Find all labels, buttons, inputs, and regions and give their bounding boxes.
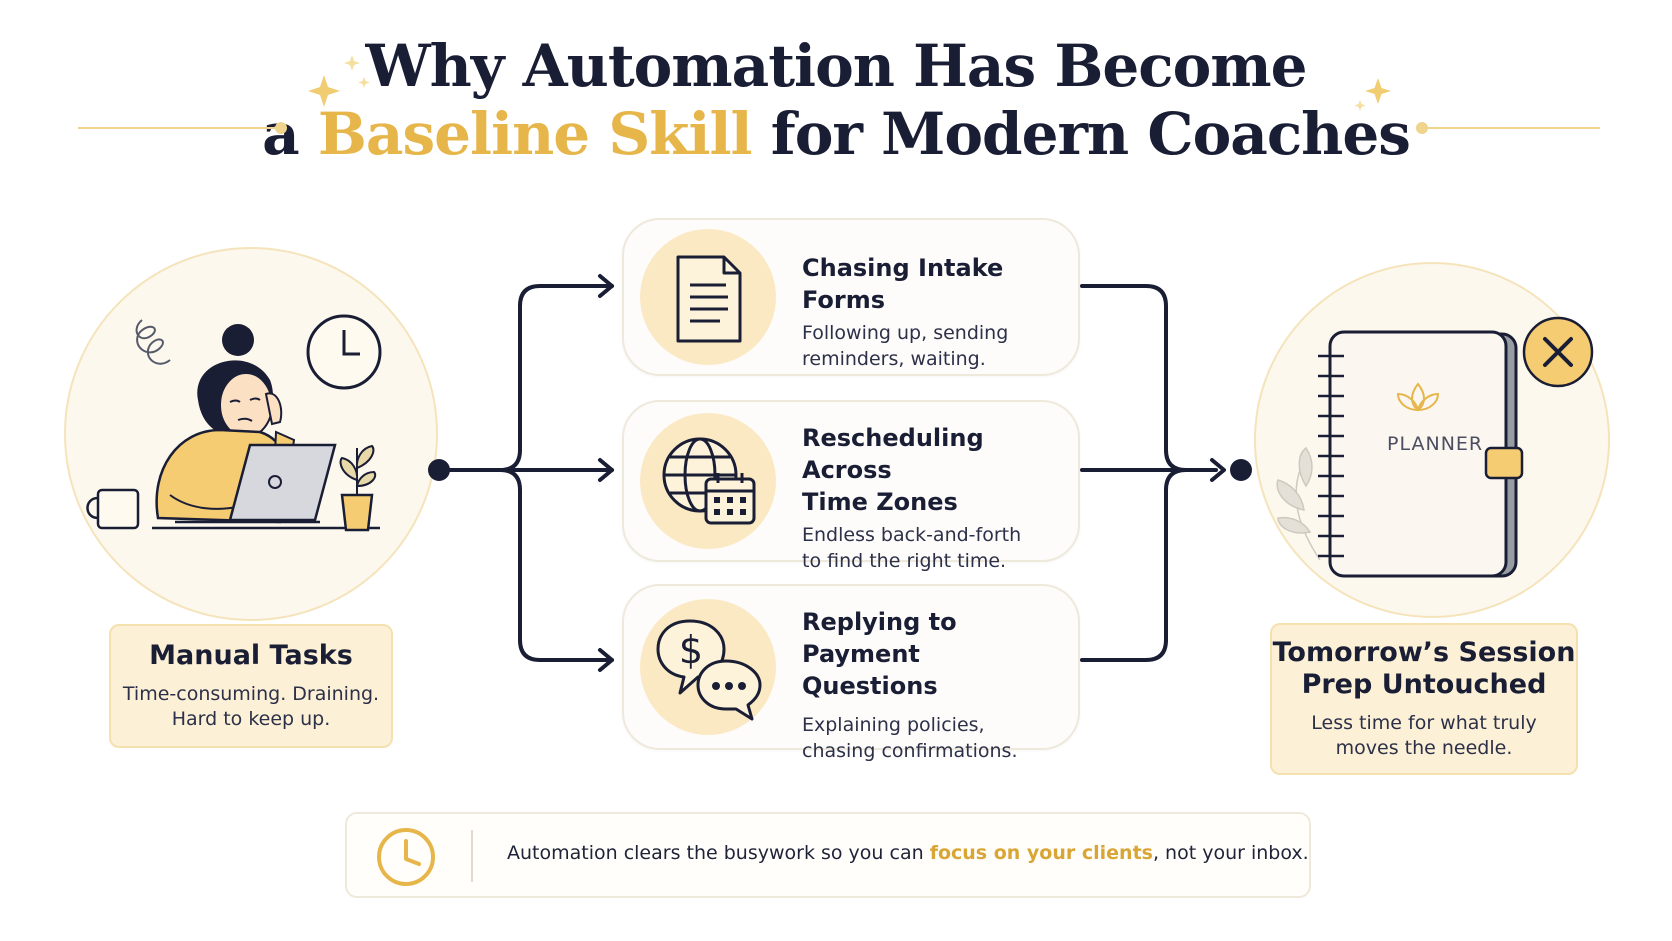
svg-text:$: $: [679, 628, 703, 672]
title-highlight: Baseline Skill: [317, 100, 753, 168]
title-rule-left: [78, 127, 278, 129]
page-title-line2: a Baseline Skill for Modern Coaches: [0, 100, 1672, 168]
sparkle-right-icon: [1354, 78, 1391, 111]
step-1-desc-1: Following up, sending: [802, 322, 1009, 344]
manual-tasks-box: Manual Tasks Time-consuming. Draining. H…: [109, 624, 393, 748]
document-icon: [640, 229, 776, 365]
step-2-title-2: Time Zones: [802, 488, 958, 516]
session-prep-desc-2: moves the needle.: [1335, 737, 1513, 759]
clock-icon: [377, 828, 435, 886]
step-3-desc-2: chasing confirmations.: [802, 740, 1018, 762]
step-card-rescheduling: Rescheduling Across Time Zones Endless b…: [622, 400, 1080, 572]
session-prep-box: Tomorrow’s Session Prep Untouched Less t…: [1270, 623, 1578, 775]
footer-text-highlight: focus on your clients: [929, 842, 1153, 864]
step-2-title-1: Rescheduling Across: [802, 424, 984, 484]
session-prep-title-1: Tomorrow’s Session: [1272, 637, 1576, 668]
footer-text-before: Automation clears the busywork so you ca…: [507, 842, 930, 864]
step-card-payments: $ Replying to Payment Questions Explaini…: [622, 584, 1080, 762]
flow-start-dot: [428, 459, 450, 481]
title-prefix: a: [262, 100, 318, 168]
planner-illustration: [1276, 316, 1594, 578]
title-dot-left: [275, 122, 287, 134]
title-rule-right: [1425, 127, 1600, 129]
step-1-title: Chasing Intake Forms: [802, 254, 1004, 314]
session-prep-desc-1: Less time for what truly: [1311, 712, 1537, 734]
title-suffix: for Modern Coaches: [751, 100, 1411, 168]
manual-tasks-desc-2: Hard to keep up.: [171, 708, 331, 730]
manual-tasks-title: Manual Tasks: [149, 640, 353, 671]
footer-banner: Automation clears the busywork so you ca…: [345, 812, 1311, 898]
title-dot-right: [1416, 122, 1428, 134]
step-card-intake-forms: Chasing Intake Forms Following up, sendi…: [622, 218, 1080, 376]
sparkle-left-icon: [308, 55, 370, 107]
step-2-desc-2: to find the right time.: [802, 550, 1007, 572]
step-1-desc-2: reminders, waiting.: [802, 348, 986, 370]
step-3-title-1: Replying to Payment: [802, 608, 957, 668]
footer-text: Automation clears the busywork so you ca…: [507, 842, 1309, 864]
footer-divider: [471, 830, 473, 882]
step-3-desc-1: Explaining policies,: [802, 714, 985, 736]
step-2-desc-1: Endless back-and-forth: [802, 524, 1022, 546]
planner-label: PLANNER: [1387, 433, 1484, 455]
step-3-title-2: Questions: [802, 672, 938, 700]
page-title-line1: Why Automation Has Become: [365, 32, 1307, 100]
stressed-person-illustration: [86, 314, 382, 532]
manual-tasks-desc-1: Time-consuming. Draining.: [122, 683, 380, 705]
session-prep-title-2: Prep Untouched: [1301, 669, 1547, 700]
payment-chat-icon: $: [640, 599, 776, 735]
footer-text-after: , not your inbox.: [1152, 842, 1309, 864]
flow-end-dot: [1230, 459, 1252, 481]
globe-calendar-icon: [640, 413, 776, 549]
